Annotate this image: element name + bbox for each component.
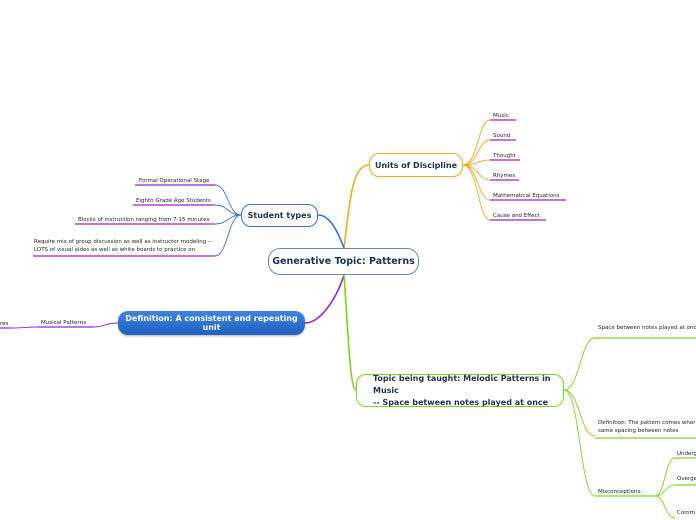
misconception-item-2[interactable]: Overge — [677, 476, 696, 482]
link-central-topic — [343, 274, 357, 391]
students-item-formal-operational[interactable]: Formal Operational Stage — [139, 178, 210, 184]
units-item-cause-and-effect[interactable]: Cause and Effect — [493, 213, 540, 219]
topic-item-definition-line1[interactable]: Definition: The pattern comes wher — [598, 420, 696, 426]
units-item-sound[interactable]: Sound — [493, 133, 511, 139]
units-item-mathematical-equations[interactable]: Mathematical Equations — [493, 193, 560, 199]
topic-item-space-between-notes[interactable]: Space between notes played at onc — [598, 325, 696, 331]
units-of-discipline-node[interactable]: Units of Discipline — [369, 153, 463, 177]
students-item-group-discussion[interactable]: Require mix of group discussion as well … — [34, 239, 212, 253]
topic-being-taught-node[interactable]: Topic being taught: Melodic Patterns in … — [356, 374, 564, 407]
misconception-item-1[interactable]: Underg — [677, 451, 696, 457]
students-item-instruction-blocks[interactable]: Blocks of instruction ranging from 7-15 … — [78, 217, 210, 223]
topic-node-label-line2: -- Space between notes played at once — [373, 397, 549, 407]
definition-item-cut-off[interactable]: res — [0, 321, 9, 327]
units-item-rhymes[interactable]: Rhymes — [493, 173, 516, 179]
definition-node-label: Definition: A consistent and repeating u… — [125, 314, 298, 332]
units-item-music[interactable]: Music — [493, 113, 509, 119]
link-central-students — [317, 214, 345, 249]
definition-node[interactable]: Definition: A consistent and repeating u… — [118, 311, 305, 335]
student-types-node[interactable]: Student types — [241, 204, 318, 227]
link-central-units — [343, 164, 370, 249]
topic-item-definition-line2[interactable]: same spacing between notes — [598, 428, 679, 434]
units-node-label: Units of Discipline — [374, 160, 458, 170]
misconception-item-3[interactable]: Comm — [677, 510, 695, 516]
definition-item-musical-patterns[interactable]: Musical Patterns — [41, 320, 86, 326]
students-item-eighth-grade[interactable]: Eighth Grade Age Students — [136, 198, 211, 204]
topic-node-label-line1: Topic being taught: Melodic Patterns in … — [373, 373, 551, 395]
link-central-definition — [304, 274, 345, 324]
units-item-thought[interactable]: Thought — [493, 153, 516, 159]
topic-item-misconceptions[interactable]: Misconceptions: — [598, 489, 643, 495]
central-topic-node[interactable]: Generative Topic: Patterns — [268, 248, 419, 275]
students-node-label: Student types — [247, 211, 312, 220]
central-topic-label: Generative Topic: Patterns — [272, 256, 415, 267]
